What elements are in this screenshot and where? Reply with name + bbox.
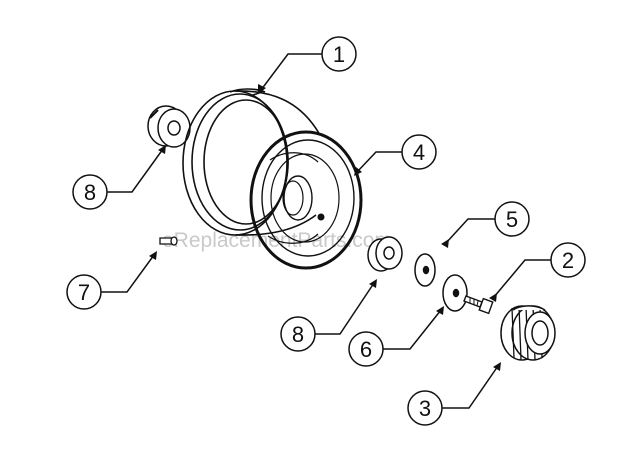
hub-gear — [500, 305, 556, 361]
arrowheads — [149, 84, 501, 371]
callout-8-right: 8 — [280, 316, 316, 352]
svg-text:8: 8 — [292, 322, 304, 347]
svg-text:4: 4 — [413, 140, 425, 165]
svg-text:2: 2 — [562, 248, 574, 273]
svg-text:1: 1 — [333, 42, 345, 67]
svg-text:6: 6 — [360, 337, 372, 362]
callout-8-left: 8 — [72, 174, 108, 210]
svg-text:8: 8 — [84, 180, 96, 205]
callout-5: 5 — [494, 201, 530, 237]
valve-stem — [159, 236, 178, 246]
callout-6: 6 — [348, 331, 384, 367]
callout-3: 3 — [407, 390, 443, 426]
callout-1: 1 — [321, 36, 357, 72]
bolt — [463, 295, 494, 315]
svg-text:3: 3 — [419, 396, 431, 421]
washer — [414, 253, 436, 287]
bearing-right — [367, 236, 403, 272]
svg-text:5: 5 — [506, 207, 518, 232]
spacer-washer — [442, 274, 468, 312]
callout-2: 2 — [550, 242, 586, 278]
callout-4: 4 — [401, 134, 437, 170]
tire-ring — [249, 130, 363, 270]
bearing-left — [147, 105, 191, 148]
callout-7: 7 — [66, 274, 102, 310]
leader-lines — [101, 53, 551, 409]
wheel-rim — [182, 88, 321, 236]
svg-text:7: 7 — [78, 280, 90, 305]
